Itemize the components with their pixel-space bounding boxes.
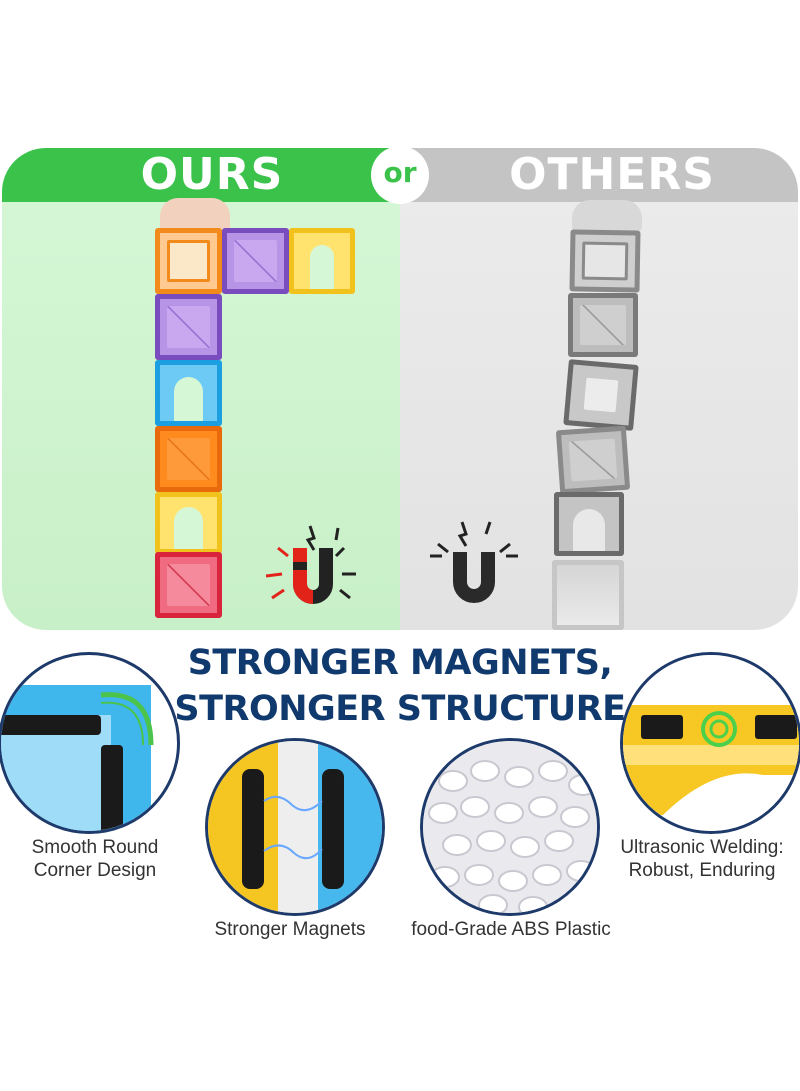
gray-arch-tile: [554, 492, 624, 556]
purple-square-tile: [222, 228, 289, 294]
magnets-circle: [205, 738, 385, 916]
yellow-arch-tile: [155, 492, 222, 554]
plastic-circle: [420, 738, 600, 916]
others-header-bar: [400, 148, 798, 202]
gray-square-tile: [568, 293, 638, 357]
feature-caption-magnets: Stronger Magnets: [214, 919, 366, 940]
gray-window-tile: [569, 229, 641, 293]
round-corner-circle: [0, 652, 180, 834]
ours-tile-tower: [0, 0, 400, 630]
ours-title: OURS: [140, 149, 284, 200]
feature-caption-welding: Ultrasonic Welding: Robust, Enduring: [620, 837, 784, 881]
purple-square-tile: [155, 294, 222, 360]
magnet-icon: [208, 741, 382, 913]
welding-circle: [620, 652, 800, 834]
others-tile-tower: [400, 0, 800, 630]
gray-square-tile: [555, 425, 631, 495]
weak-magnet-icon: [430, 521, 518, 603]
headline: STRONGER MAGNETS, STRONGER STRUCTURE: [150, 640, 650, 732]
round-corner-icon: [1, 685, 154, 831]
feature-caption-round-corner: Smooth Round Corner Design: [31, 837, 159, 881]
headline-line-2: STRONGER STRUCTURE: [174, 689, 626, 729]
feature-caption-plastic: food-Grade ABS Plastic: [411, 919, 611, 940]
orange-window-tile: [155, 228, 222, 294]
yellow-arch-tile: [289, 228, 355, 294]
blue-arch-tile: [155, 360, 222, 426]
others-title: OTHERS: [509, 149, 715, 200]
strong-magnet-icon: [265, 525, 356, 604]
or-badge: or: [371, 146, 429, 204]
gray-frame-tile: [563, 359, 639, 431]
plastic-pellets-icon: [423, 741, 597, 913]
red-square-tile: [155, 552, 222, 618]
headline-line-1: STRONGER MAGNETS,: [187, 643, 613, 683]
hand-image: [572, 200, 642, 234]
orange-square-tile: [155, 426, 222, 492]
welding-icon: [623, 655, 799, 831]
falling-tile-blur: [552, 560, 624, 630]
ours-header-bar: [2, 148, 400, 202]
